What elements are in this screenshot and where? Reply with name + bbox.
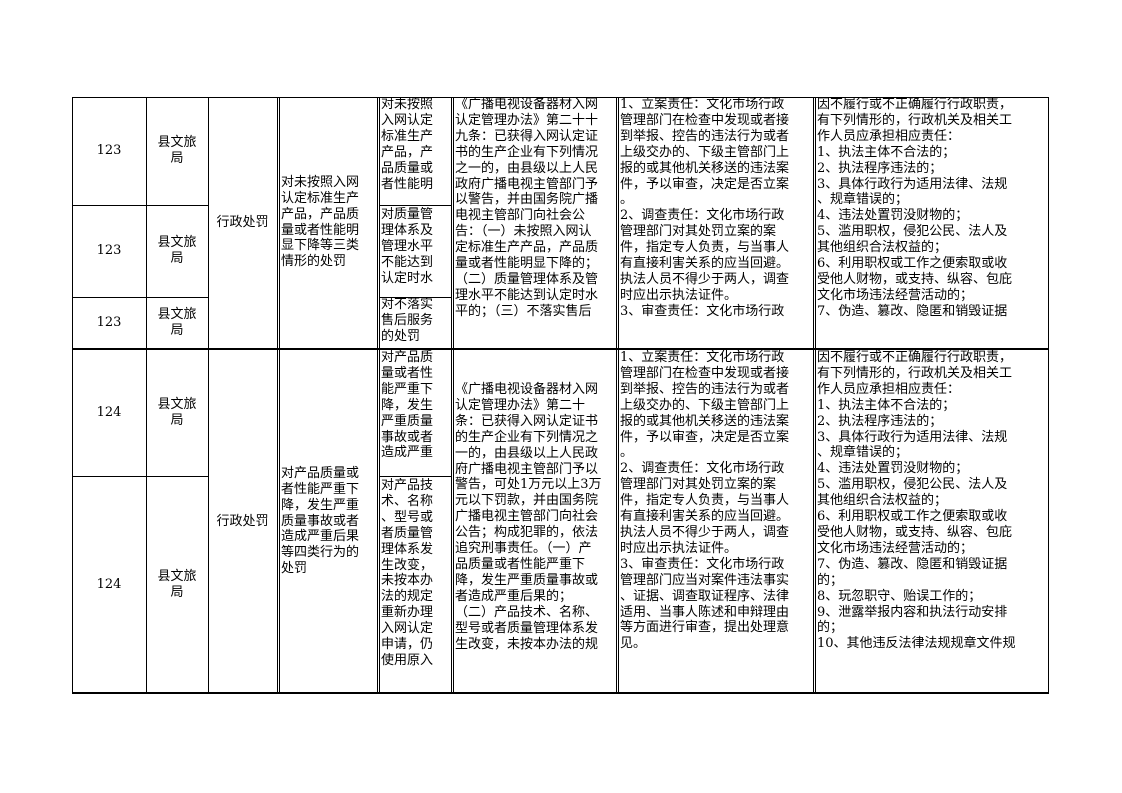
table-border [1048,97,1049,694]
sub-item-cell: 对产品质 量或者性 能严重下 降，发生 严重质量 事故或者 造成严重 [381,350,434,461]
column-divider [146,97,147,694]
column-divider [277,97,278,694]
row-divider [379,297,451,298]
column-divider [208,97,209,694]
sub-item-cell: 对产品技 术、名称 、型号或 者质量管 理体系发 生改变， 未按本办 法的规定 … [381,478,434,668]
row-number-cell: 123 [96,243,122,259]
legal-basis-cell: 《广播电视设备器材入网 认定管理办法》第二十十 九条：已获得入网认定证 书的生产… [455,97,599,319]
row-divider [379,476,451,477]
row-divider [72,348,1049,350]
legal-basis-cell: 《广播电视设备器材入网 认定管理办法》第二十 条：已获得入网认定证书 的生产企业… [455,382,602,652]
responsibility-table: 123 123 123 县文旅 局 县文旅 局 县文旅 局 行政处罚 对未按照入… [72,97,1049,694]
column-divider [815,97,816,694]
table-border [72,97,73,694]
responsibility-cell: 1、立案责任：文化市场行政 管理部门在检查中发现或者接 到举报、控告的违法行为或… [620,97,790,319]
row-divider [72,205,208,206]
sub-item-cell: 对未按照 入网认定 标准生产 产品，产 品质量或 者性能明 [381,97,434,192]
table-border [72,692,1049,694]
column-divider [451,97,452,694]
item-name-cell: 对产品质量或 者性能严重下 降，发生严重 质量事故或者 造成严重后果 等四类行为… [281,465,360,577]
column-divider [279,97,280,694]
liability-cell: 因不履行或不正确履行行政职责， 有下列情形的，行政机关及相关工 作人员应承担相应… [817,97,1013,319]
row-divider [72,476,208,477]
row-divider [379,205,451,206]
column-divider [618,97,619,694]
responsibility-cell: 1、立案责任：文化市场行政 管理部门在检查中发现或者接 到举报、控告的违法行为或… [620,350,790,652]
row-number-cell: 123 [96,143,122,159]
column-divider [616,97,617,694]
sub-item-cell: 对不落实 售后服务 的处罚 [381,297,434,344]
sub-item-cell: 对质量管 理体系及 管理水平 不能达到 认定时水 [381,207,434,286]
column-divider [379,97,380,694]
power-type-cell: 行政处罚 [216,513,269,529]
power-type-cell: 行政处罚 [216,214,269,230]
department-cell: 县文旅 局 [157,135,197,166]
department-cell: 县文旅 局 [157,568,197,600]
column-divider [453,97,454,694]
column-divider [813,97,814,694]
row-number-cell: 123 [96,314,122,330]
liability-cell: 因不履行或不正确履行行政职责， 有下列情形的，行政机关及相关工 作人员应承担相应… [817,350,1016,652]
department-cell: 县文旅 局 [157,306,197,338]
department-cell: 县文旅 局 [157,397,197,428]
row-number-cell: 124 [96,405,122,421]
item-name-cell: 对未按照入网 认定标准生产 产品，产品质 量或者性能明 显下降等三类 情形的处罚 [281,174,360,270]
row-divider [72,297,208,298]
table-border [72,97,1049,98]
department-cell: 县文旅 局 [157,235,197,266]
row-number-cell: 124 [96,576,122,592]
column-divider [377,97,378,694]
